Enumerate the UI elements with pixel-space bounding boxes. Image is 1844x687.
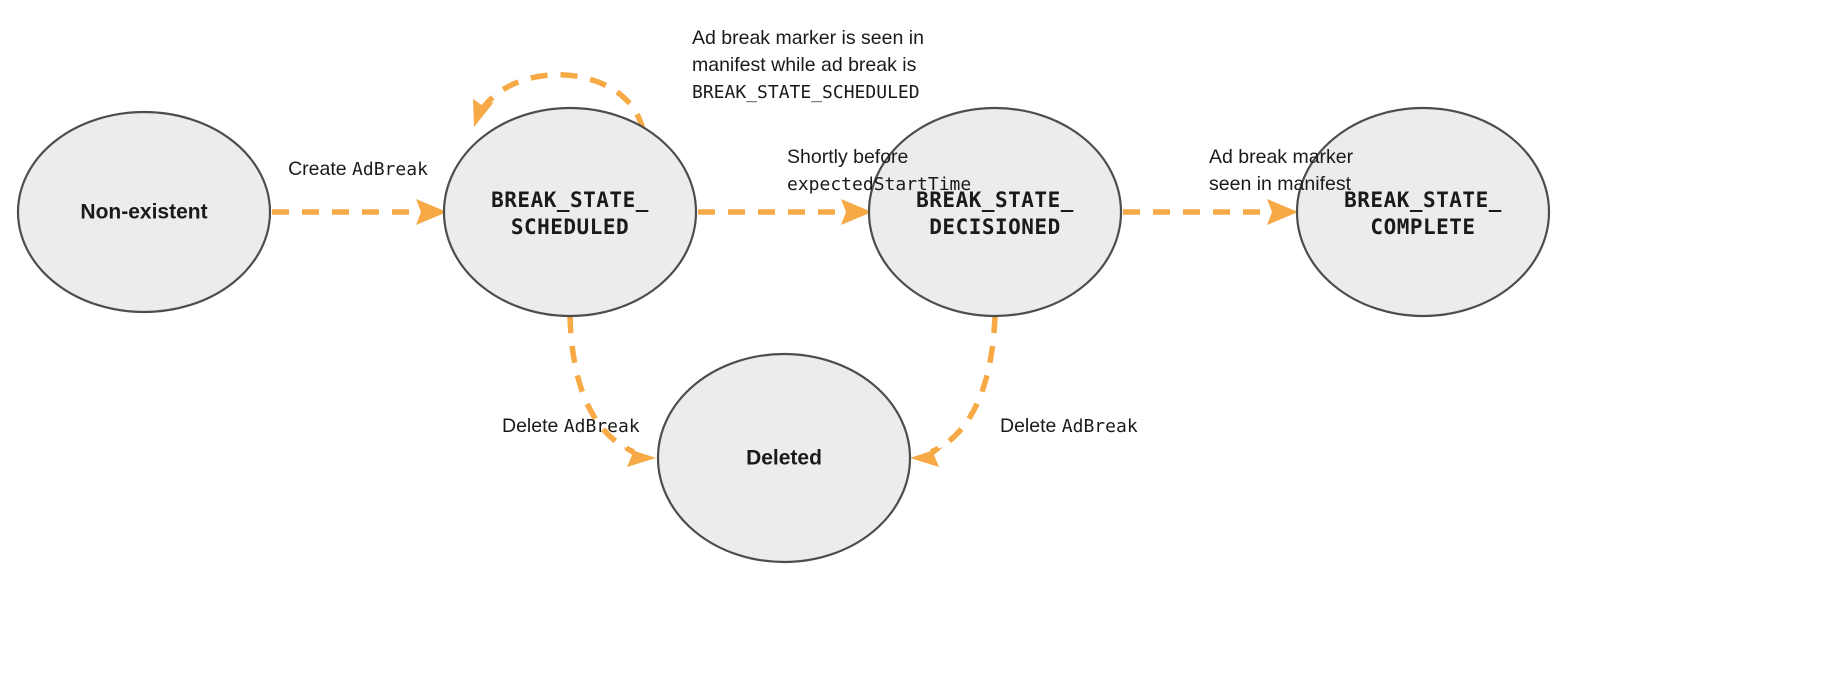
node-break-state-complete[interactable]: BREAK_STATE_ COMPLETE [1295, 106, 1551, 318]
arrowhead-scheduled-self-loop [473, 99, 494, 127]
node-shape-non-existent [16, 110, 272, 314]
edge-label-create-adbreak-mono: AdBreak [352, 159, 428, 180]
node-label-break-state-decisioned-line2: DECISIONED [929, 215, 1060, 239]
arrowhead-create-adbreak [416, 199, 447, 225]
node-label-deleted: Deleted [746, 447, 822, 470]
node-label-break-state-scheduled-line1: BREAK_STATE_ [491, 188, 649, 212]
edge-path-scheduled-self-loop [477, 71, 646, 131]
svg-text:Create AdBreak: Create AdBreak [288, 158, 428, 180]
edge-shortly-before [698, 199, 872, 225]
arrowhead-delete-from-decisioned [910, 447, 943, 467]
node-non-existent[interactable]: Non-existent [16, 110, 272, 314]
edge-label-delete-decisioned-mono: AdBreak [1062, 416, 1138, 437]
node-break-state-scheduled[interactable]: BREAK_STATE_ SCHEDULED [442, 106, 698, 318]
edge-label-delete-scheduled-mono: AdBreak [564, 416, 640, 437]
node-shape-break-state-complete [1295, 106, 1551, 318]
node-shape-deleted [656, 352, 912, 564]
node-label-break-state-scheduled-line2: SCHEDULED [511, 215, 629, 239]
node-shape-break-state-scheduled [442, 106, 698, 318]
node-label-break-state-complete-line1: BREAK_STATE_ [1344, 188, 1502, 212]
svg-text:Delete AdBreak: Delete AdBreak [502, 415, 640, 437]
edge-path-delete-from-decisioned [929, 315, 998, 455]
edge-label-delete-decisioned-sans: Delete [1000, 415, 1062, 437]
edge-label-self-loop-line1: Ad break marker is seen in [692, 27, 924, 49]
edge-path-delete-from-scheduled [567, 315, 636, 455]
node-label-break-state-decisioned-line1: BREAK_STATE_ [916, 188, 1074, 212]
node-deleted[interactable]: Deleted [656, 352, 912, 564]
edge-delete-from-decisioned [910, 315, 998, 467]
edge-delete-from-scheduled [567, 315, 656, 467]
edge-label-self-loop-line2: manifest while ad break is [692, 54, 917, 76]
arrowhead-marker-seen-manifest [1267, 199, 1298, 225]
edge-label-shortly-before: Shortly before expectedStartTime [787, 146, 971, 195]
svg-text:Delete AdBreak: Delete AdBreak [1000, 415, 1138, 437]
node-shape-break-state-decisioned [867, 106, 1123, 318]
node-label-break-state-complete-line2: COMPLETE [1370, 215, 1475, 239]
arrowhead-shortly-before [841, 199, 872, 225]
edge-create-adbreak [272, 199, 447, 225]
edge-label-shortly-before-line1: Shortly before [787, 146, 908, 168]
edge-scheduled-self-loop [473, 71, 646, 131]
edge-label-marker-seen-manifest: Ad break marker seen in manifest [1209, 146, 1354, 195]
edge-label-marker-seen-line2: seen in manifest [1209, 173, 1352, 195]
node-label-non-existent: Non-existent [80, 201, 207, 224]
edge-label-delete-from-decisioned: Delete AdBreak [1000, 415, 1138, 437]
edge-label-scheduled-self-loop: Ad break marker is seen in manifest whil… [692, 27, 924, 103]
edge-label-self-loop-line3: BREAK_STATE_SCHEDULED [692, 82, 920, 103]
edge-marker-seen-manifest [1123, 199, 1298, 225]
node-break-state-decisioned[interactable]: BREAK_STATE_ DECISIONED [867, 106, 1123, 318]
edge-label-shortly-before-line2: expectedStartTime [787, 174, 971, 195]
edge-label-delete-scheduled-sans: Delete [502, 415, 564, 437]
arrowhead-delete-from-scheduled [623, 447, 656, 467]
edge-label-marker-seen-line1: Ad break marker [1209, 146, 1354, 168]
edge-label-create-adbreak-sans: Create [288, 158, 352, 180]
edge-label-delete-from-scheduled: Delete AdBreak [502, 415, 640, 437]
edge-label-create-adbreak: Create AdBreak [288, 158, 428, 180]
